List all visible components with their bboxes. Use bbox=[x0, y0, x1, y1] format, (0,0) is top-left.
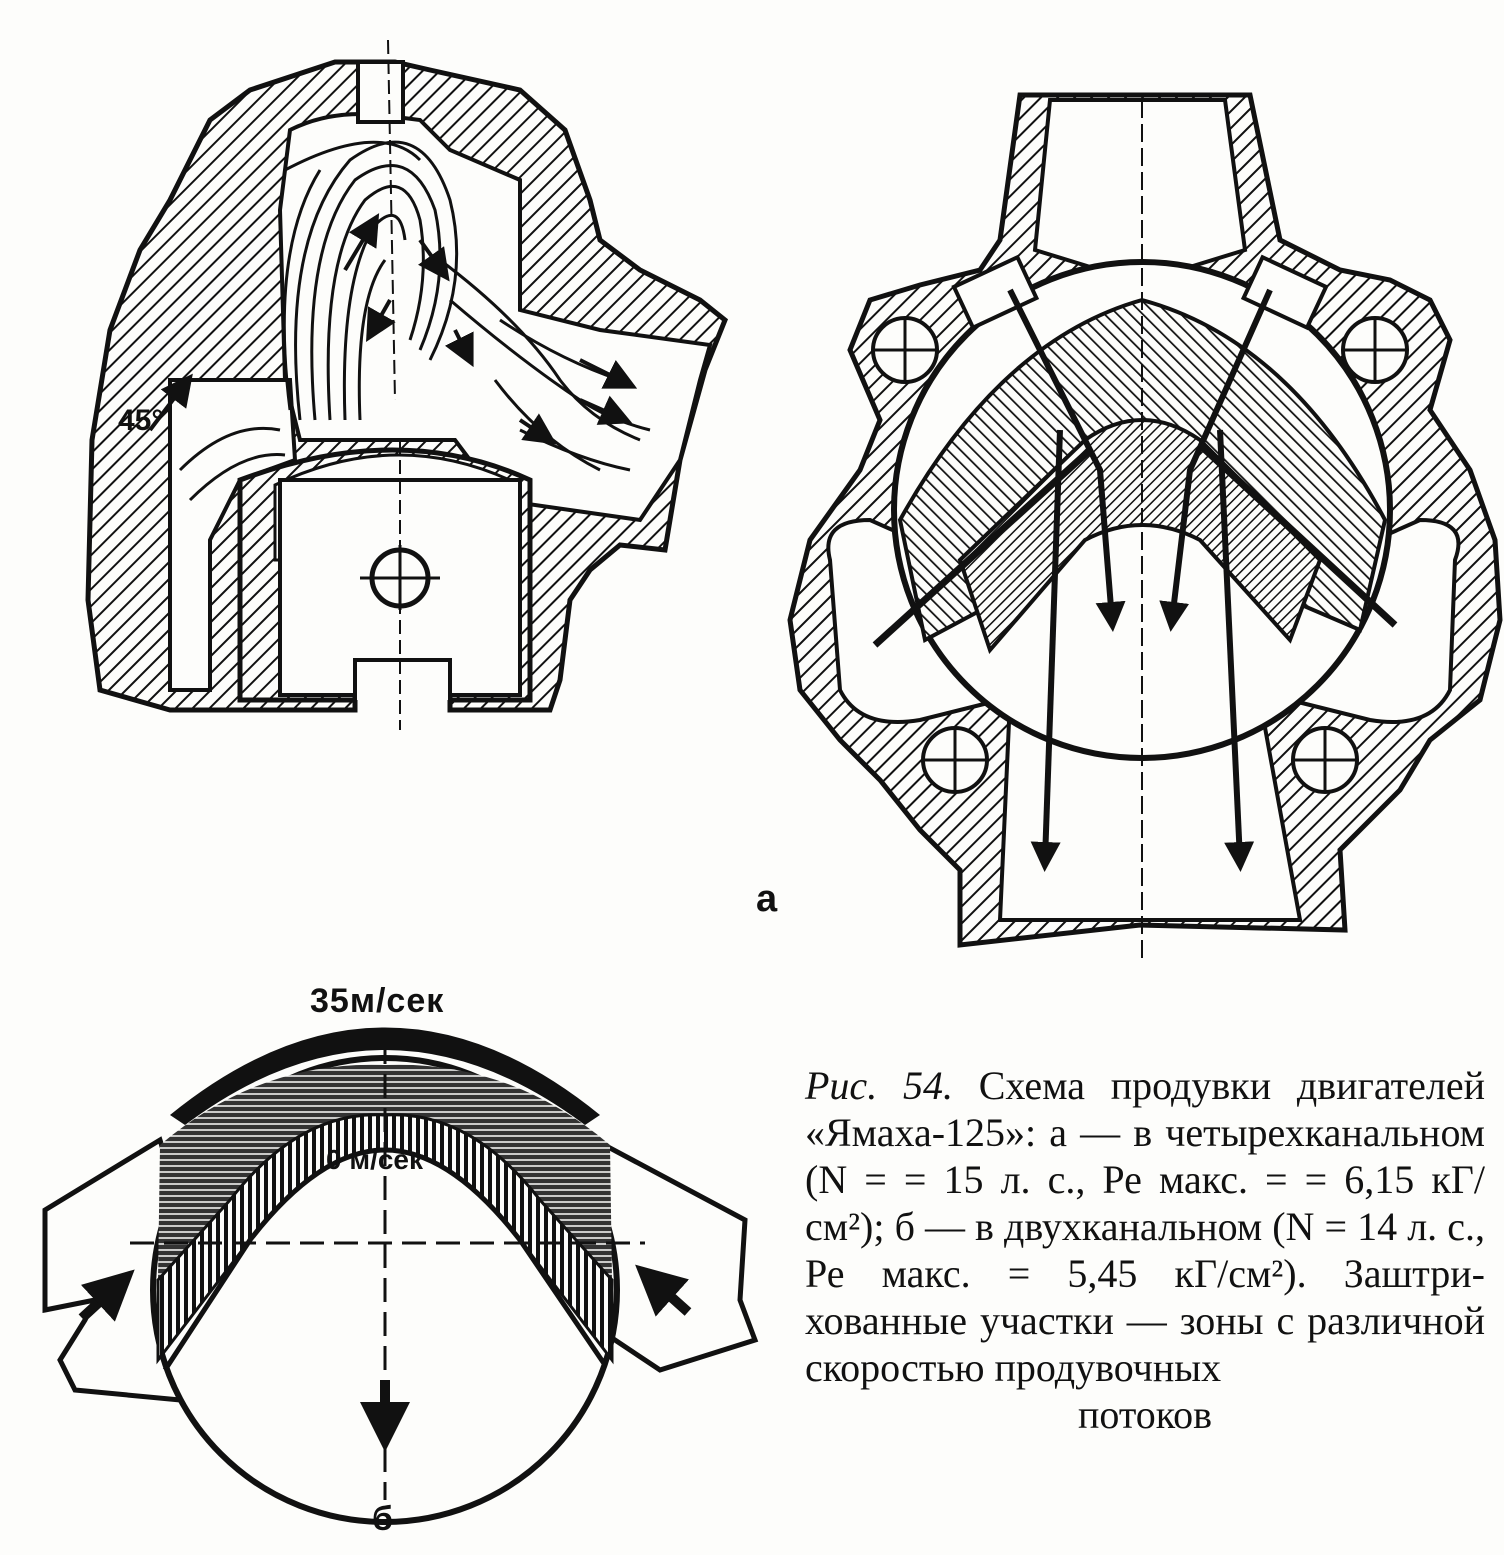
speed-min-label: 0 м/сек bbox=[326, 1144, 424, 1175]
label-a: а bbox=[756, 878, 778, 920]
angle-label: 45° bbox=[118, 404, 164, 437]
label-b: б bbox=[372, 1500, 394, 1538]
figure-caption: Рис. 54. Схема продувки двигателей «Ямах… bbox=[805, 1062, 1485, 1438]
two-channel-scheme bbox=[42, 1027, 759, 1525]
cylinder-side-section bbox=[85, 39, 729, 730]
speed-max-label: 35м/сек bbox=[310, 982, 445, 1020]
caption-last-line: потоков bbox=[1077, 1392, 1213, 1437]
cylinder-plan-section bbox=[787, 92, 1503, 960]
caption-text: Схема продувки двигателей «Ямаха-125»: а… bbox=[805, 1063, 1485, 1390]
caption-figure-number: Рис. 54. bbox=[805, 1063, 953, 1108]
